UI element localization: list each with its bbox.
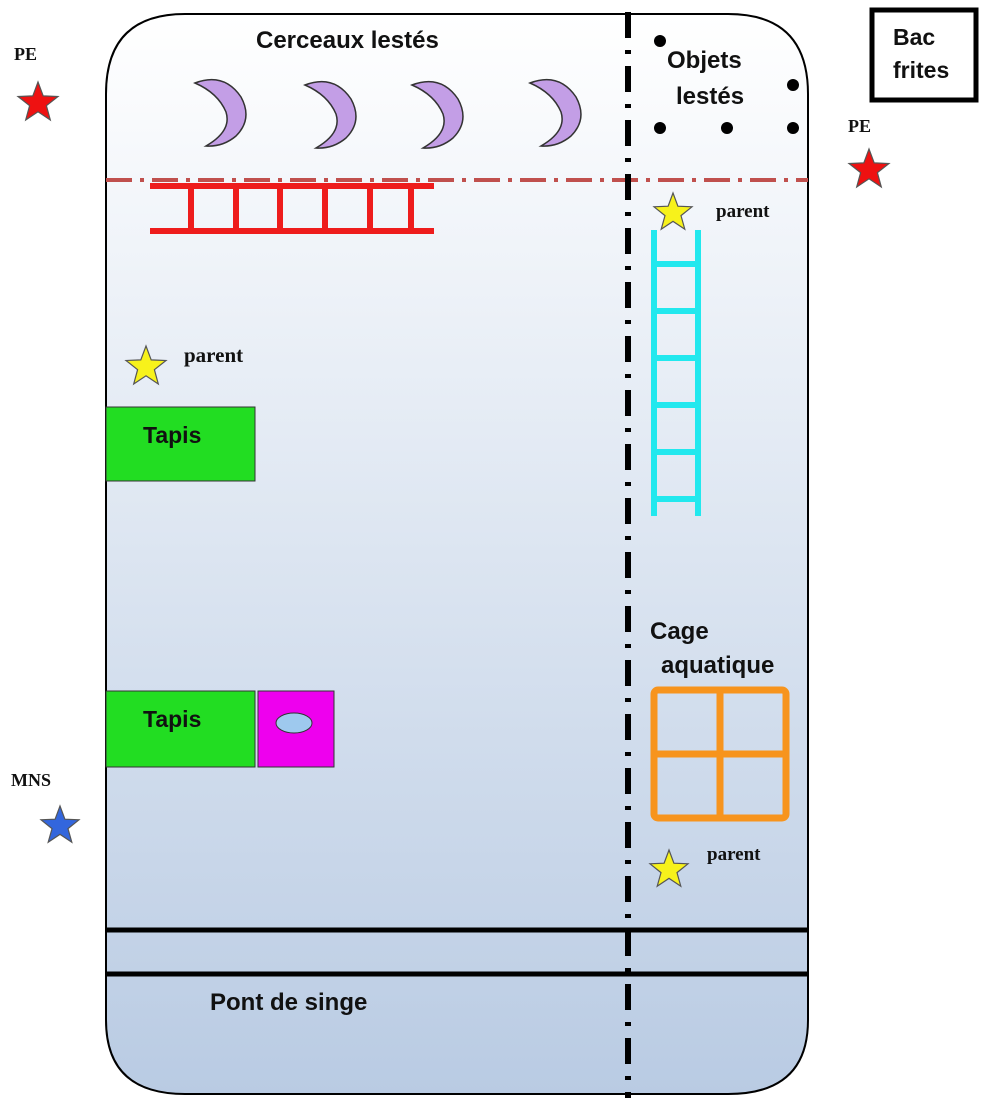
label-mns: MNS [11,770,51,790]
mat-bottom [105,690,256,768]
label-objets: Objets lestés [667,47,748,110]
star-icon [39,804,81,844]
label-pe-left: PE [14,44,37,64]
ladder-icon [150,183,434,234]
star-icon [124,344,168,386]
mat-top [105,406,256,482]
pool-outline [105,13,809,1095]
bac-frites-box [869,7,979,103]
hoop-icon [193,79,247,147]
label-parent-bottom-right: parent [707,844,761,865]
label-pont-de-singe: Pont de singe [210,989,367,1016]
hoop-icon [303,81,357,149]
star-icon [847,147,891,189]
cage-icon [650,686,790,822]
hoop-icon [528,79,582,147]
label-parent-left: parent [184,343,243,367]
blue-ellipse [275,712,313,734]
hoop-icon [410,81,464,149]
label-cerceaux: Cerceaux lestés [256,27,439,54]
label-bac-frites: Bac frites [893,24,949,83]
label-parent-top-right: parent [716,201,770,222]
star-icon [652,191,694,231]
label-pe-right: PE [848,116,871,136]
weighted-objects-dots [654,35,799,134]
label-tapis-bottom: Tapis [143,706,201,732]
ladder-icon [651,230,701,516]
star-icon [648,848,690,888]
star-icon [16,80,60,122]
label-tapis-top: Tapis [143,422,201,448]
label-cage-aquatique: Cage aquatique [650,618,774,679]
